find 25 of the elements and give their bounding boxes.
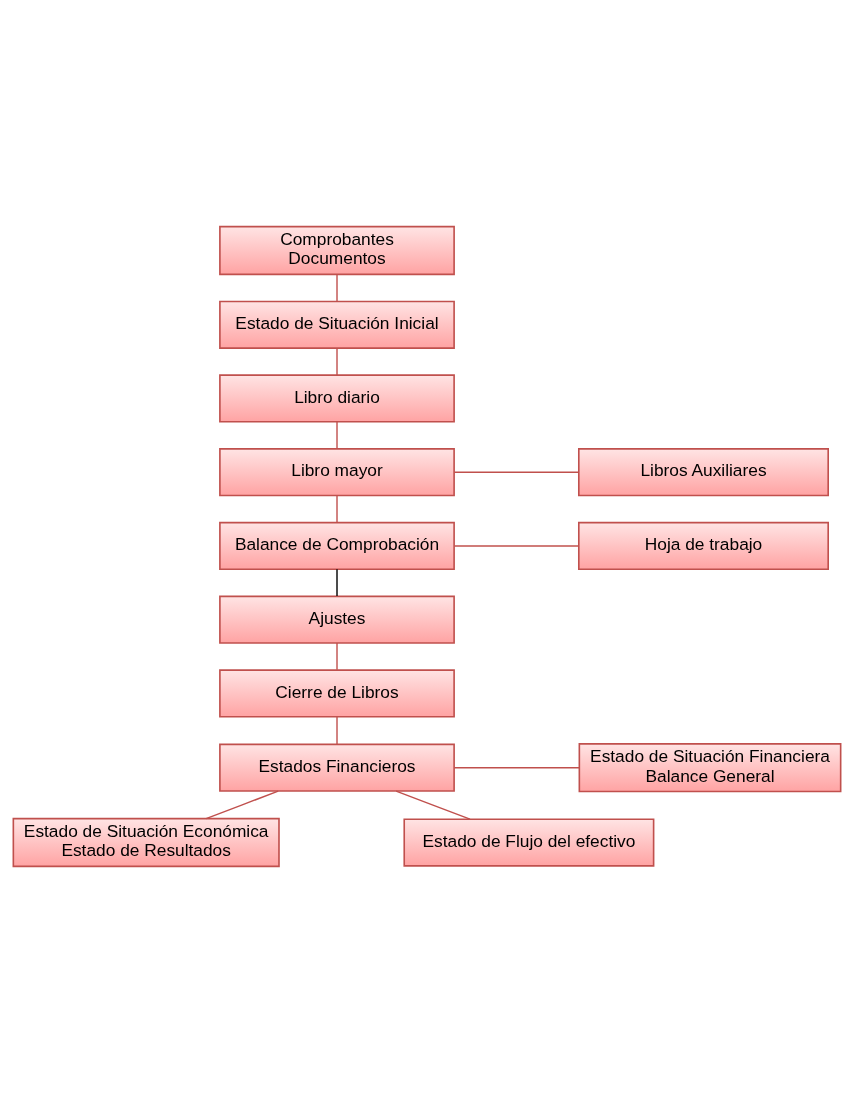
node-box: Estado de Flujo del efectivo: [402, 818, 654, 867]
connector: [335, 642, 338, 671]
node-box: Hoja de trabajo: [577, 521, 829, 571]
node-box: Estados Financieros: [218, 743, 455, 792]
connector: [335, 273, 338, 302]
node-box: Libro mayor: [218, 448, 455, 497]
node-box: Ajustes: [218, 595, 455, 644]
node-box: Libros Auxiliares: [577, 448, 829, 497]
node-box: Comprobantes Documentos: [218, 225, 455, 276]
connector: [335, 347, 338, 376]
connector: [453, 471, 579, 473]
node-box: Cierre de Libros: [218, 669, 455, 718]
node-box: Estado de Situación Inicial: [218, 300, 455, 349]
node-box: Estado de Situación Económica Estado de Resultados: [12, 817, 280, 868]
connector: [394, 790, 471, 820]
connector: [204, 790, 279, 820]
node-box: Balance de Comprobación: [218, 521, 455, 571]
connector: [335, 494, 338, 524]
connector: [335, 568, 338, 597]
connector: [335, 421, 338, 450]
node-box: Estado de Situación Financiera Balance General: [578, 743, 841, 793]
connector: [453, 545, 579, 547]
connector: [453, 767, 580, 769]
node-box: Libro diario: [218, 374, 455, 423]
connector: [335, 716, 338, 745]
